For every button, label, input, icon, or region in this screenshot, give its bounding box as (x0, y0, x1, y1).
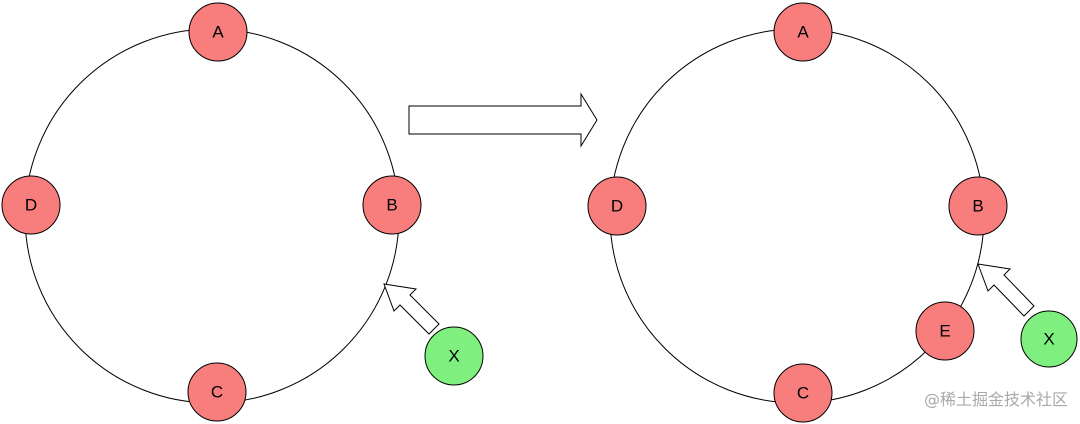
key-x-label: X (448, 347, 459, 366)
node-b-after: B (948, 176, 1008, 236)
node-c-circle (187, 362, 247, 422)
node-c-after: C (773, 363, 833, 423)
watermark: @稀土掘金技术社区 (923, 390, 1068, 409)
node-b-before: B (362, 175, 422, 235)
ring-before: A B C D X (1, 2, 484, 422)
node-d-after: D (587, 176, 647, 236)
node-c-circle (773, 363, 833, 423)
node-c-label: C (211, 383, 223, 402)
node-a-label: A (797, 23, 809, 42)
node-b-circle (948, 176, 1008, 236)
node-a-label: A (212, 23, 224, 42)
key-x-before: X (424, 326, 484, 386)
node-b-label: B (972, 197, 983, 216)
node-a-circle (773, 2, 833, 62)
key-x-label: X (1043, 330, 1054, 349)
node-d-circle (1, 175, 61, 235)
node-e-circle (915, 301, 975, 361)
node-a-after: A (773, 2, 833, 62)
node-e-after: E (915, 301, 975, 361)
node-a-circle (188, 2, 248, 62)
key-arrow-after (977, 263, 1035, 317)
node-b-label: B (386, 196, 397, 215)
ring-after: A B C D E X (587, 2, 1078, 423)
node-d-label: D (611, 197, 623, 216)
node-a-before: A (188, 2, 248, 62)
key-x-circle (1020, 310, 1078, 368)
node-d-circle (587, 176, 647, 236)
key-x-after: X (1020, 310, 1078, 368)
transition-arrow (408, 92, 598, 148)
node-d-before: D (1, 175, 61, 235)
key-arrow-before (383, 283, 440, 335)
node-c-label: C (797, 384, 809, 403)
node-b-circle (362, 175, 422, 235)
node-d-label: D (25, 196, 37, 215)
key-x-circle (424, 326, 484, 386)
hash-ring-before (24, 28, 400, 404)
node-e-label: E (939, 322, 950, 341)
node-c-before: C (187, 362, 247, 422)
